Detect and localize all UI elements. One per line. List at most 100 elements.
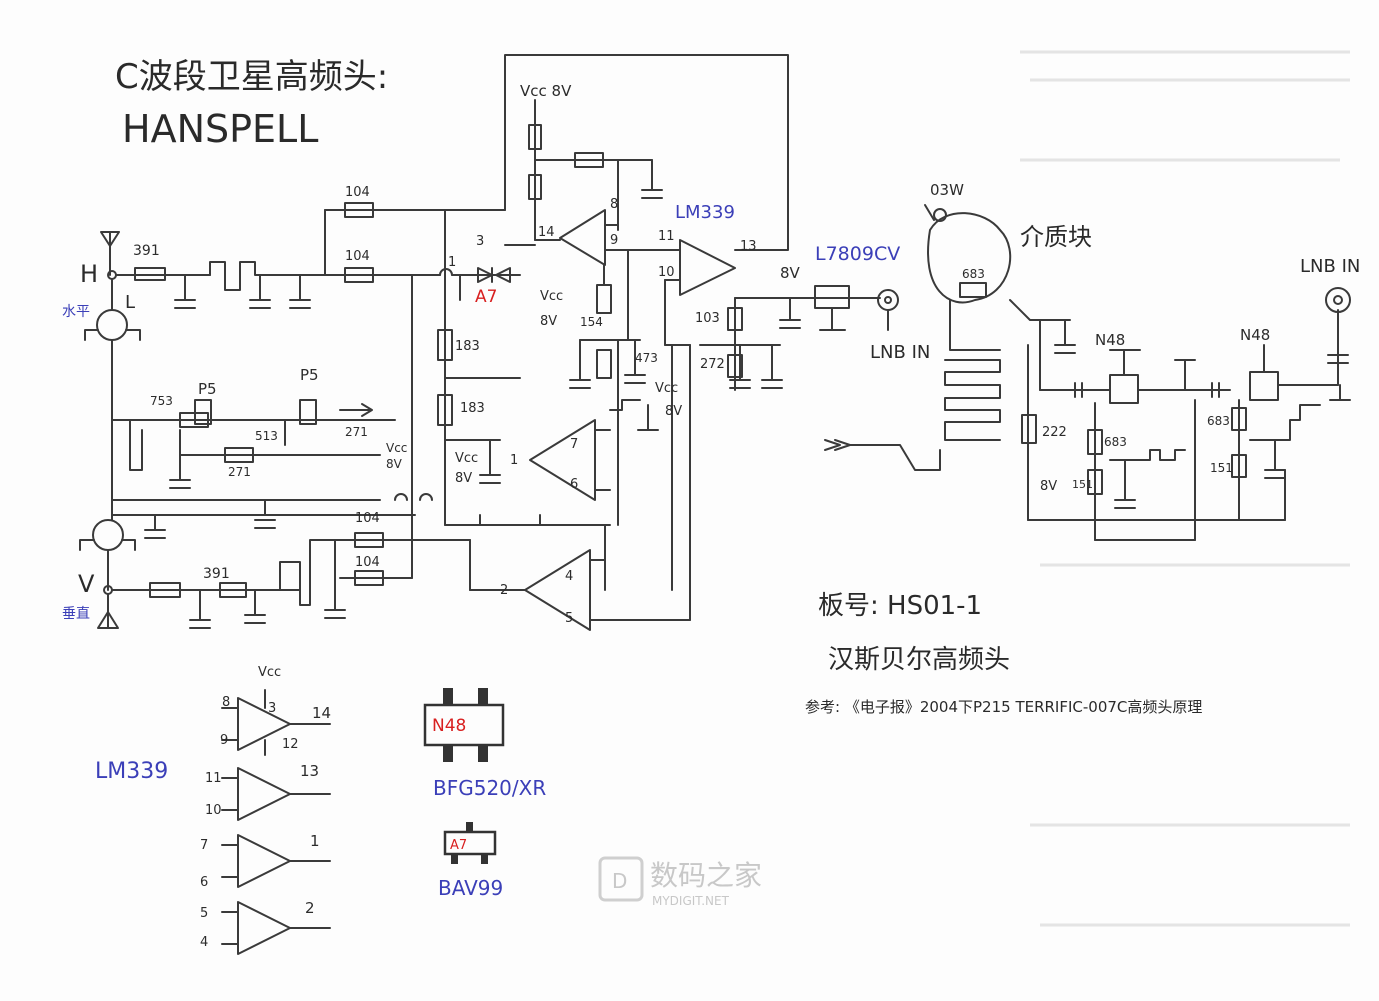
pin2-a: 2 — [500, 583, 508, 598]
pinout-2: 2 — [305, 899, 315, 917]
vcc-c: Vcc — [455, 451, 478, 466]
lm339-pinout — [221, 689, 331, 955]
pinout-vcc: Vcc — [258, 665, 281, 680]
v8-b: 8V — [665, 404, 682, 419]
res-151-a: 151 — [1072, 478, 1093, 491]
bav-label: BAV99 — [438, 876, 503, 900]
res-151-b: 151 — [1210, 461, 1233, 475]
vcc-d: Vcc — [386, 441, 407, 455]
pin6-a: 6 — [570, 477, 578, 492]
res-104-b: 104 — [345, 249, 370, 264]
pin7-a: 7 — [570, 437, 578, 452]
reference-note: 参考: 《电子报》2004下P215 TERRIFIC-007C高频头原理 — [805, 698, 1202, 716]
res-513: 513 — [255, 429, 278, 443]
pin8-a: 8 — [610, 197, 618, 212]
pin1-a: 1 — [448, 255, 456, 270]
res-154: 154 — [580, 315, 603, 329]
pin5-a: 5 — [565, 611, 573, 626]
input-wiring — [79, 202, 611, 629]
lm339-left-label: LM339 — [95, 759, 168, 784]
paper-bleed-marks — [1020, 50, 1350, 927]
reg-out-label: 8V — [780, 264, 801, 282]
pinout-6: 6 — [200, 875, 208, 890]
watermark-cn: 数码之家 — [650, 859, 762, 892]
port-v-note: 垂直 — [62, 605, 90, 622]
p5-b: P5 — [300, 366, 319, 384]
maker-note: 汉斯贝尔高频头 — [828, 645, 1010, 675]
v8-a: 8V — [540, 314, 557, 329]
res-753: 753 — [150, 394, 173, 408]
pinout-7: 7 — [200, 838, 208, 853]
lnb-in-label: LNB IN — [870, 342, 930, 363]
comparator-wiring — [469, 54, 899, 631]
res-183-b: 183 — [460, 401, 485, 416]
pin14-a: 14 — [538, 225, 555, 240]
pinout-1: 1 — [310, 832, 320, 850]
port-l-label: L — [125, 292, 135, 313]
res-391-top: 391 — [133, 243, 160, 259]
res-222: 222 — [1042, 425, 1067, 440]
watermark-en: MYDIGIT.NET — [652, 894, 730, 908]
res-683-b: 683 — [1104, 435, 1127, 449]
watermark: D 数码之家 MYDIGIT.NET — [598, 856, 762, 908]
vcc-b: Vcc — [655, 381, 678, 396]
res-271-b: 271 — [345, 425, 368, 439]
pinout-14: 14 — [312, 704, 331, 722]
pinout-4: 4 — [200, 935, 208, 950]
res-271-a: 271 — [228, 465, 251, 479]
res-683-c: 683 — [1207, 414, 1230, 428]
a7-schematic-label: A7 — [475, 287, 497, 307]
port-v-label: V — [78, 570, 95, 598]
a7-package-label: A7 — [450, 838, 467, 853]
watermark-logo-letter: D — [612, 869, 627, 893]
res-473: 473 — [635, 351, 658, 365]
regulator-label: L7809CV — [815, 243, 900, 265]
pin4-a: 4 — [565, 569, 573, 584]
pinout-11: 11 — [205, 771, 222, 786]
n48-label-a: N48 — [1095, 331, 1125, 349]
res-104-a: 104 — [345, 185, 370, 200]
pinout-12: 12 — [282, 737, 299, 752]
lnb-in-right-label: LNB IN — [1300, 256, 1360, 277]
pinout-8: 8 — [222, 695, 230, 710]
a7-package — [443, 822, 497, 864]
pinout-13: 13 — [300, 762, 319, 780]
pin9-a: 9 — [610, 233, 618, 248]
pinout-3: 3 — [268, 701, 276, 716]
pin10-a: 10 — [658, 265, 675, 280]
labels: H L 水平 V 垂直 391 391 104 104 104 104 183 … — [62, 82, 1360, 950]
res-104-d: 104 — [355, 555, 380, 570]
lnb-wiring — [824, 204, 1351, 541]
pinout-9: 9 — [220, 733, 228, 748]
resonator-label: 介质块 — [1020, 223, 1092, 251]
res-683-a: 683 — [962, 267, 985, 281]
w03-label: 03W — [930, 181, 964, 199]
board-note: 板号: HS01-1 — [818, 591, 982, 621]
vcc-a: Vcc — [540, 289, 563, 304]
res-103: 103 — [695, 311, 720, 326]
bfg-label: BFG520/XR — [433, 776, 546, 800]
v8-c: 8V — [455, 471, 472, 486]
res-272: 272 — [700, 357, 725, 372]
res-183-a: 183 — [455, 339, 480, 354]
vcc8v-top: Vcc 8V — [520, 82, 572, 100]
p5-a: P5 — [198, 380, 217, 398]
lm339-top-label: LM339 — [675, 202, 735, 223]
v8-right: 8V — [1040, 479, 1057, 494]
v8-d: 8V — [386, 457, 403, 471]
pinout-10: 10 — [205, 803, 222, 818]
title-line1: C波段卫星高频头: — [115, 57, 388, 97]
n48-package-label: N48 — [432, 716, 466, 736]
title-line2: HANSPELL — [122, 107, 318, 151]
pin3-a: 3 — [476, 234, 484, 249]
port-h-note: 水平 — [62, 304, 90, 320]
n48-package — [423, 688, 505, 762]
res-104-c: 104 — [355, 511, 380, 526]
port-h-label: H — [80, 260, 98, 288]
pin1-b: 1 — [510, 453, 518, 468]
pin11-a: 11 — [658, 229, 675, 244]
res-391-bottom: 391 — [203, 566, 230, 582]
pinout-5: 5 — [200, 906, 208, 921]
